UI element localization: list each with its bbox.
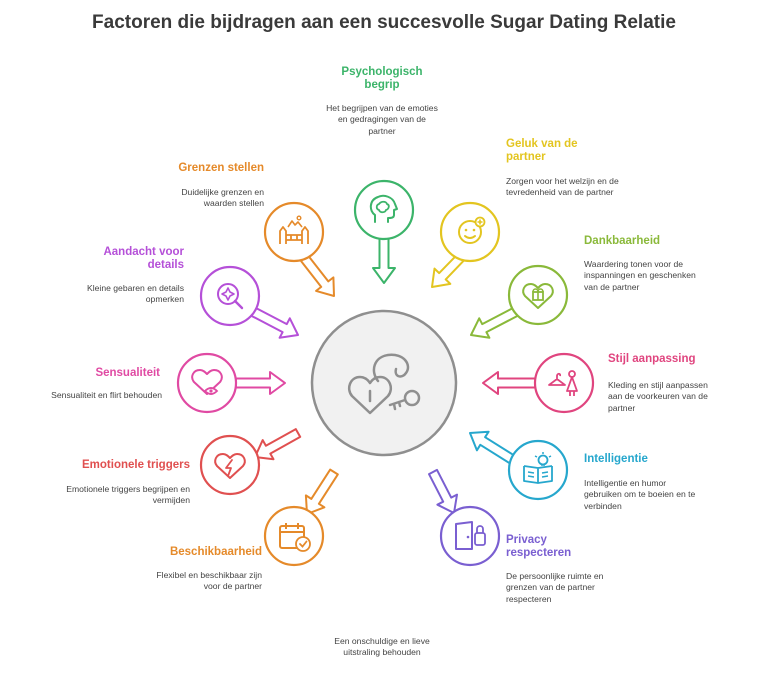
node-emo: [199, 434, 261, 496]
label-beschik: Beschikbaarheid: [169, 546, 262, 558]
magnifier-icon: [217, 283, 244, 310]
hub: [310, 309, 458, 457]
desc-stijl: Kleding en stijl aanpassen aan de voorke…: [608, 380, 708, 413]
label-intel: Intelligentie: [584, 453, 648, 465]
desc-psych: Het begrijpen van de emoties en gedragin…: [326, 103, 438, 136]
brain-icon: [369, 194, 398, 223]
arrow-privacy: [428, 468, 458, 514]
smile-icon: [458, 216, 486, 244]
calendar-check-icon: [279, 523, 311, 552]
node-geluk: [439, 201, 501, 263]
circles-layer: [176, 179, 595, 567]
heart-eye-icon: [191, 369, 223, 395]
desc-beschik: Flexibel en beschikbaar zijn voor de par…: [156, 570, 262, 592]
label-privacy: Privacy respecteren: [506, 534, 572, 559]
desc-geluk: Zorgen voor het welzijn en de tevredenhe…: [506, 176, 619, 198]
node-intel: [507, 439, 569, 501]
fence-icon: [279, 215, 309, 244]
node-aand: [199, 265, 261, 327]
diagram-title: Factoren die bijdragen aan een succesvol…: [92, 12, 676, 33]
arrow-dank: [470, 305, 523, 339]
arrow-emo: [254, 428, 302, 461]
label-emo: Emotionele triggers: [82, 459, 190, 471]
label-stijl: Stijl aanpassing: [608, 353, 696, 365]
heart-bolt-icon: [214, 453, 246, 479]
label-geluk: Geluk van de partner: [506, 138, 578, 163]
node-sens: [176, 352, 238, 414]
gift-heart-icon: [522, 283, 554, 309]
desc-aand: Kleine gebaren en details opmerken: [87, 283, 184, 305]
door-lock-icon: [455, 521, 486, 550]
arrow-intel: [469, 430, 517, 465]
node-beschik: [263, 505, 325, 567]
heart-key-icon: [348, 353, 421, 415]
arrow-geluk: [431, 250, 468, 288]
desc-sens: Sensualiteit en flirt behouden: [51, 390, 162, 400]
arrow-stijl: [482, 371, 537, 395]
node-privacy: [439, 505, 501, 567]
node-grenzen: [263, 201, 325, 263]
label-psych: Psychologisch begrip: [341, 66, 423, 91]
node-psych: [353, 179, 415, 241]
label-dank: Dankbaarheid: [584, 235, 661, 247]
desc-dank: Waardering tonen voor de inspanningen en…: [584, 259, 696, 292]
label-grenzen: Grenzen stellen: [178, 162, 264, 174]
desc-grenzen: Duidelijke grenzen en waarden stellen: [181, 187, 264, 209]
desc-uitstraling: Een onschuldige en lieve uitstraling beh…: [334, 636, 430, 658]
hanger-icon: [548, 370, 578, 396]
arrow-aand: [246, 305, 299, 339]
node-stijl: [533, 352, 595, 414]
node-dank: [507, 264, 569, 326]
arrows-layer: [235, 231, 537, 515]
label-sens: Sensualiteit: [95, 367, 160, 379]
label-aand: Aandacht voor details: [103, 246, 184, 271]
arrow-beschik: [304, 468, 339, 515]
desc-intel: Intelligentie en humor gebruiken om te b…: [584, 478, 696, 511]
arrow-sens: [235, 371, 286, 395]
desc-emo: Emotionele triggers begrijpen en vermijd…: [66, 484, 190, 506]
desc-privacy: De persoonlijke ruimte en grenzen van de…: [506, 571, 604, 604]
book-bulb-icon: [523, 452, 553, 484]
